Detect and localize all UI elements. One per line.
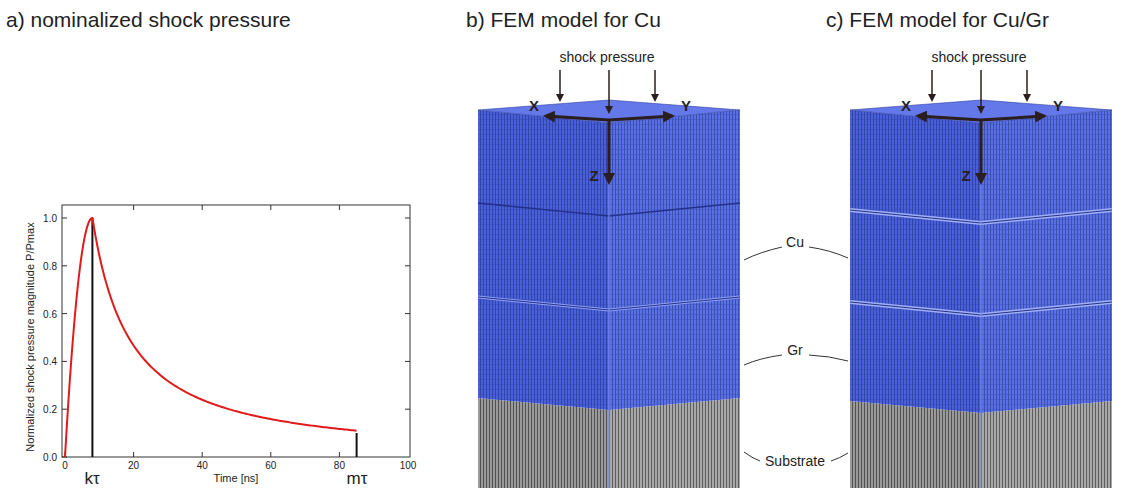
axis-name: Y (681, 98, 691, 115)
layer-label: Substrate (765, 454, 825, 469)
axis-name: Y (1053, 98, 1063, 115)
axes-arrows-c (918, 70, 1044, 182)
time-marker: kτ (84, 470, 99, 488)
tick-label: 60 (265, 460, 276, 471)
tick-label: 0.2 (43, 404, 57, 415)
tick-label: 20 (128, 460, 139, 471)
tick-label: 40 (197, 460, 208, 471)
tick-label: 1.0 (43, 213, 57, 224)
axis-name: Z (961, 168, 970, 185)
tick-label: 80 (334, 460, 345, 471)
tick-label: 0.8 (43, 260, 57, 271)
pressure-chart (62, 205, 410, 457)
tick-label: 0.0 (43, 452, 57, 463)
load-label: shock pressure (560, 50, 655, 65)
axis-name: X (901, 98, 911, 115)
axis-title: Time [ns] (214, 472, 259, 484)
layer-label: Gr (787, 343, 803, 358)
panel-title: c) FEM model for Cu/Gr (826, 8, 1049, 31)
panel-title: a) nominalized shock pressure (6, 8, 291, 31)
axis-name: Z (589, 168, 598, 185)
load-label: shock pressure (932, 50, 1027, 65)
axis-title: Normalized shock pressure magnitude P/Pm… (24, 222, 36, 451)
axes-arrows-b (546, 70, 672, 182)
tick-label: 0 (62, 460, 68, 471)
tick-label: 0.6 (43, 308, 57, 319)
leader-lines (744, 247, 848, 461)
fem-block-cu-gr (850, 100, 1112, 488)
fem-block-cu (478, 100, 740, 488)
layer-label: Cu (786, 235, 804, 250)
axis-name: X (529, 98, 539, 115)
panel-title: b) FEM model for Cu (466, 8, 661, 31)
tick-label: 0.4 (43, 356, 57, 367)
tick-label: 100 (400, 460, 417, 471)
time-marker: mτ (347, 470, 368, 488)
